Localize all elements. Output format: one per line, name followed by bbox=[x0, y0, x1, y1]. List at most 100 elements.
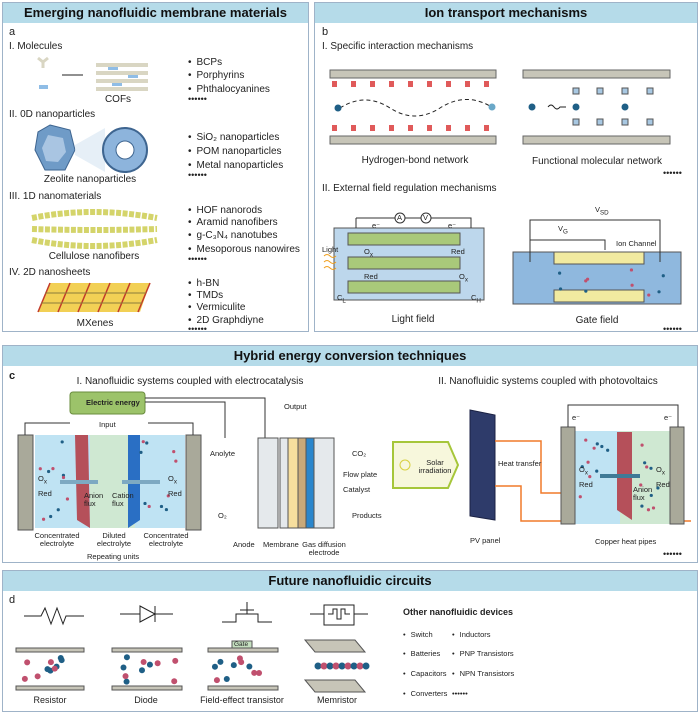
list-item: NPN Transistors bbox=[452, 669, 515, 678]
repeating-units-label: Repeating units bbox=[87, 552, 140, 561]
ion-dot bbox=[661, 274, 665, 278]
functional-molecular-channel bbox=[522, 69, 671, 145]
other-devices-title: Other nanofluidic devices bbox=[403, 607, 514, 617]
list-item: Switch bbox=[403, 630, 433, 639]
flow-plate-label: Flow plate bbox=[343, 470, 378, 479]
ion-dot bbox=[651, 506, 656, 510]
device-channels bbox=[15, 639, 367, 693]
ion-dot bbox=[174, 459, 178, 463]
panel-a-letter: a bbox=[9, 26, 16, 38]
output-label: Output bbox=[284, 402, 307, 411]
ox-label: Ox bbox=[656, 465, 665, 477]
ion-dot bbox=[21, 675, 28, 682]
ion-dot bbox=[646, 508, 651, 512]
ion-dot bbox=[314, 662, 322, 670]
ellipsis: •••••• bbox=[663, 168, 682, 178]
gde-label: Gas diffusion electrode bbox=[302, 540, 346, 558]
ion-dot bbox=[230, 662, 237, 669]
sub-external: II. External field regulation mechanisms bbox=[322, 183, 497, 194]
ion-dot bbox=[643, 461, 647, 465]
ion-dot bbox=[356, 662, 364, 670]
ion-dot bbox=[586, 277, 590, 281]
ellipsis: •••••• bbox=[452, 689, 468, 698]
gate-label: Gate bbox=[234, 641, 249, 648]
ion-dot bbox=[138, 667, 145, 674]
ion-dot bbox=[586, 460, 590, 464]
list-item: HOF nanorods bbox=[188, 205, 263, 216]
ion-dot bbox=[326, 662, 334, 670]
ion-dot bbox=[649, 493, 653, 498]
solar-label: Solar irradiation bbox=[418, 458, 452, 476]
ox-label: Ox bbox=[459, 272, 468, 284]
panel-b-letter: b bbox=[322, 26, 329, 38]
ion-dot bbox=[595, 469, 599, 473]
anion-flux-label: Anion flux bbox=[633, 485, 653, 503]
catalyst-label: Catalyst bbox=[343, 485, 371, 494]
ion-dot bbox=[164, 507, 169, 512]
ion-dot bbox=[588, 475, 592, 479]
ox-label: Ox bbox=[168, 474, 177, 486]
ion-channel-label: Ion Channel bbox=[616, 239, 657, 248]
ion-dot bbox=[558, 287, 563, 291]
panel-c-letter: c bbox=[9, 370, 16, 382]
label-cofs: COFs bbox=[104, 94, 132, 105]
ion-dot bbox=[123, 678, 130, 685]
list-item: BCPs bbox=[188, 57, 223, 68]
list-item: Mesoporous nanowires bbox=[188, 244, 300, 255]
ion-dot bbox=[606, 448, 610, 452]
anion-flux-label: Anion flux bbox=[84, 491, 104, 509]
ox-label: Ox bbox=[38, 474, 47, 486]
heading-molecules: I. Molecules bbox=[9, 41, 63, 52]
ion-dot bbox=[584, 289, 588, 293]
list-item: Metal nanoparticles bbox=[188, 160, 284, 171]
electron-label: e⁻ bbox=[664, 413, 673, 422]
voltmeter-label: V bbox=[423, 213, 429, 222]
ion-dot bbox=[60, 440, 64, 444]
co2-label: CO₂ bbox=[352, 449, 367, 458]
copper-pipes-label: Copper heat pipes bbox=[595, 537, 657, 546]
ion-dot bbox=[65, 497, 70, 501]
ion-dot bbox=[146, 661, 153, 668]
gate-field-diagram bbox=[512, 219, 682, 305]
ion-dot bbox=[58, 657, 65, 664]
heading-1d: III. 1D nanomaterials bbox=[9, 191, 102, 202]
ox-label: Ox bbox=[579, 465, 588, 477]
ion-dot bbox=[645, 465, 649, 469]
ion-dot bbox=[171, 678, 178, 685]
ion-dot bbox=[122, 673, 129, 680]
electrodialysis-cell bbox=[17, 391, 266, 531]
ion-dot bbox=[362, 662, 370, 670]
ion-dot bbox=[595, 442, 599, 446]
list-item: POM nanoparticles bbox=[188, 146, 282, 157]
cation-flux-label: Cation flux bbox=[112, 491, 134, 509]
electron-label: e⁻ bbox=[572, 413, 581, 422]
ion-dot bbox=[629, 268, 634, 272]
ion-dot bbox=[344, 662, 352, 670]
dil-electrolyte-label: Diluted electrolyte bbox=[96, 531, 132, 549]
red-label: Red bbox=[451, 247, 465, 256]
cof-illustration bbox=[37, 56, 148, 91]
ion-dot bbox=[172, 657, 179, 664]
light-field-diagram bbox=[323, 212, 485, 301]
ion-dot bbox=[647, 293, 651, 297]
heading-0d: II. 0D nanoparticles bbox=[9, 109, 96, 120]
list-item: Capacitors bbox=[403, 669, 447, 678]
heading-2d: IV. 2D nanosheets bbox=[9, 267, 91, 278]
ion-dot bbox=[657, 290, 661, 294]
ion-dots bbox=[21, 268, 665, 685]
ion-dot bbox=[649, 466, 653, 470]
ion-dot bbox=[640, 443, 644, 447]
list-item: TMDs bbox=[188, 290, 224, 301]
red-label: Red bbox=[38, 489, 52, 498]
red-label: Red bbox=[656, 480, 670, 489]
ion-dot bbox=[38, 467, 42, 471]
ellipsis: •••••• bbox=[663, 324, 682, 334]
vsd-label: VSD bbox=[595, 205, 609, 217]
list-item: 2D Graphdiyne bbox=[188, 315, 264, 326]
label-zeolite: Zeolite nanoparticles bbox=[43, 174, 137, 185]
ion-dot bbox=[639, 483, 643, 487]
list-item: PNP Transistors bbox=[452, 649, 514, 658]
ion-dot bbox=[143, 501, 147, 506]
ammeter-label: A bbox=[397, 213, 403, 222]
